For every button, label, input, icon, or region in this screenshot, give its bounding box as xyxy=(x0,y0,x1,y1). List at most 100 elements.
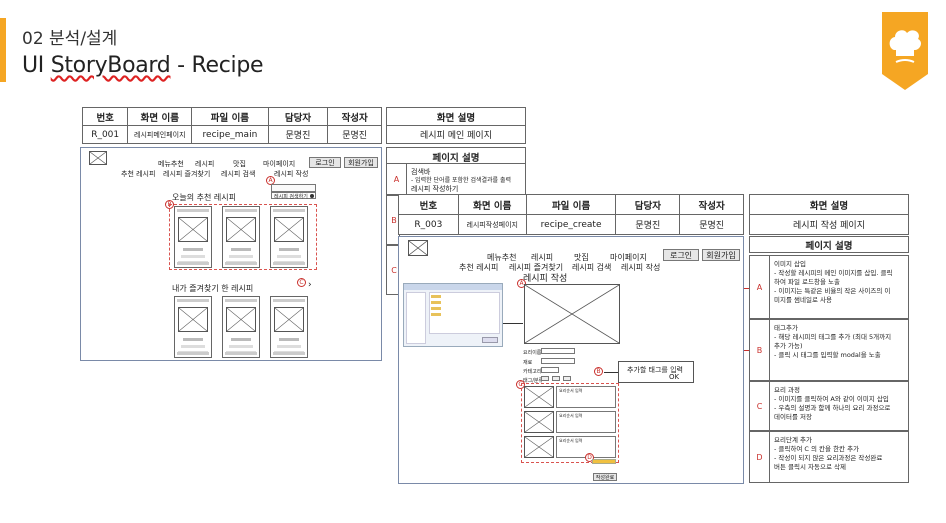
sheet1-page-desc: 페이지 설명 xyxy=(386,147,526,166)
sheet1-screen-desc-header: 화면 설명 xyxy=(386,107,526,126)
nav-recipe[interactable]: 레시피 xyxy=(531,253,554,262)
today-section-title: 오늘의 추천 레시피 xyxy=(172,193,236,202)
marker-a: A xyxy=(266,176,275,185)
submit-button[interactable]: 작성완료 xyxy=(593,473,617,481)
recipe-card[interactable] xyxy=(270,296,308,358)
nav-restaurant[interactable]: 맛집 xyxy=(574,253,589,262)
sheet1-header-file: 파일 이름 xyxy=(191,107,269,126)
sheet1-desc-a-title: 검색바 xyxy=(411,168,431,176)
step-text: 요리순서 입력 xyxy=(559,413,583,418)
name-input[interactable] xyxy=(541,348,575,354)
nav-restaurant[interactable]: 맛집 xyxy=(233,160,246,168)
recipe-card[interactable] xyxy=(222,296,260,358)
nav-mypage[interactable]: 마이페이지 xyxy=(263,160,296,168)
add-step-button[interactable] xyxy=(592,459,616,464)
sheet2-wireframe: 메뉴추천 레시피 맛집 마이페이지 로그인 회원가입 추천 레시피 레시피 즐겨… xyxy=(398,236,744,484)
recipe-card[interactable] xyxy=(174,296,212,358)
step-text-input[interactable]: 요리순서 입력 xyxy=(556,386,616,408)
subnav-search[interactable]: 레시피 검색 xyxy=(221,170,256,178)
sheet1-desc-a-body: - 입력한 단어를 포함한 검색결과를 출력 xyxy=(411,177,512,184)
sheet1-header-name: 화면 이름 xyxy=(127,107,193,126)
sheet2-screen-desc-header: 화면 설명 xyxy=(749,194,909,215)
create-page-title: 레시피 작성 xyxy=(523,274,568,284)
sheet2-desc-b-key: B xyxy=(750,320,770,380)
title-prefix: UI xyxy=(22,53,51,78)
subnav-recommended[interactable]: 추천 레시피 xyxy=(121,170,156,178)
search-icon[interactable] xyxy=(310,194,314,198)
sheet2-desc-c-text: 요리 과정 - 이미지를 클릭하여 A와 같이 이미지 삽입 - 우측의 설명과… xyxy=(774,386,891,421)
search-button-row[interactable]: 레시피 검색하기 xyxy=(271,192,316,200)
sheet2-desc-c-key: C xyxy=(750,382,770,430)
sheet1-value-owner: 문명진 xyxy=(267,125,329,144)
login-button[interactable]: 로그인 xyxy=(663,249,699,261)
sheet2-header-file: 파일 이름 xyxy=(525,194,617,215)
sheet1-header-author: 작성자 xyxy=(327,107,382,126)
form-label-category: 카테고리 xyxy=(523,369,542,375)
connector-a xyxy=(744,288,749,289)
sheet2-header-name: 화면 이름 xyxy=(457,194,527,215)
sheet2-info-table: 번호 화면 이름 파일 이름 담당자 작성자 R_003 레시피작성페이지 re… xyxy=(398,194,744,235)
ingredients-input[interactable] xyxy=(541,358,575,364)
step-image-upload[interactable] xyxy=(524,436,554,458)
signup-button[interactable]: 회원가입 xyxy=(344,157,378,168)
tag-chip[interactable] xyxy=(563,376,571,381)
sheet1-header-owner: 담당자 xyxy=(267,107,329,126)
subnav-create[interactable]: 레시피 작성 xyxy=(274,170,309,178)
title-storyboard: StoryBoard xyxy=(50,53,171,78)
sheet1-value-file: recipe_main xyxy=(191,125,269,144)
subnav-search[interactable]: 레시피 검색 xyxy=(572,263,612,272)
nav-recipe[interactable]: 레시피 xyxy=(195,160,215,168)
file-dialog-screenshot xyxy=(403,283,503,347)
sheet2-value-author: 문명진 xyxy=(679,214,744,235)
steps-area xyxy=(521,383,619,463)
step-text: 요리순서 입력 xyxy=(559,438,583,443)
subnav-recommended[interactable]: 추천 레시피 xyxy=(459,263,499,272)
page-title: UI StoryBoard - Recipe xyxy=(22,53,264,78)
sheet1-screen-desc: 화면 설명 레시피 메인 페이지 xyxy=(386,107,526,144)
chevron-right-icon[interactable]: › xyxy=(308,280,312,290)
sheet2-value-name: 레시피작성페이지 xyxy=(457,214,527,235)
search-input[interactable] xyxy=(271,184,316,192)
step-text-input[interactable]: 요리순서 입력 xyxy=(556,411,616,433)
sheet2-value-file: recipe_create xyxy=(525,214,617,235)
subnav-create[interactable]: 레시피 작성 xyxy=(621,263,661,272)
sheet2-header-author: 작성자 xyxy=(679,194,744,215)
nav-menu-recommend[interactable]: 메뉴추천 xyxy=(487,253,517,262)
recipe-card[interactable] xyxy=(270,206,308,268)
sheet2-page-desc-header: 페이지 설명 xyxy=(749,236,909,253)
nav-menu-recommend[interactable]: 메뉴추천 xyxy=(158,160,184,168)
title-suffix: - Recipe xyxy=(170,53,264,78)
favorites-section-title: 내가 즐겨찾기 한 레시피 xyxy=(172,284,254,293)
subnav-favorites[interactable]: 레시피 즐겨찾기 xyxy=(163,170,211,178)
sheet2-desc-d-text: 요리단계 추가 - 클릭하여 C 의 칸을 한칸 추가 - 작성이 되지 않은 … xyxy=(774,436,883,471)
recipe-card[interactable] xyxy=(174,206,212,268)
form-label-tags: 태그/분류 xyxy=(523,378,544,384)
main-image-upload[interactable] xyxy=(524,284,620,344)
tag-chip[interactable] xyxy=(552,376,560,381)
step-image-upload[interactable] xyxy=(524,411,554,433)
sheet2-desc-d: D 요리단계 추가 - 클릭하여 C 의 칸을 한칸 추가 - 작성이 되지 않… xyxy=(749,431,909,483)
marker-d: D xyxy=(585,453,594,462)
step-image-upload[interactable] xyxy=(524,386,554,408)
category-select[interactable] xyxy=(541,367,559,373)
marker-a: A xyxy=(517,279,526,288)
sheet1-value-no: R_001 xyxy=(81,125,129,144)
signup-button[interactable]: 회원가입 xyxy=(702,249,740,261)
tag-modal: 추가할 태그를 입력 OK xyxy=(618,361,694,383)
marker-c: C xyxy=(516,380,525,389)
arrow-line xyxy=(503,323,523,324)
sheet2-desc-b-text: 태그추가 - 해당 레시피의 태그를 추가 (최대 5개까지 추가 가능) - … xyxy=(774,324,892,359)
sheet2-screen-desc-value: 레시피 작성 페이지 xyxy=(749,214,909,235)
recipe-card[interactable] xyxy=(222,206,260,268)
subnav-favorites[interactable]: 레시피 즐겨찾기 xyxy=(509,263,564,272)
sheet2-desc-a-text: 이미지 삽입 - 작성할 레시피의 메인 이미지를 삽입. 클릭 하여 파일 로… xyxy=(774,260,893,304)
nav-mypage[interactable]: 마이페이지 xyxy=(610,253,647,262)
sheet1-desc-a-key: A xyxy=(387,164,407,194)
sheet1-desc-b-key: B xyxy=(391,215,397,225)
tag-chip[interactable] xyxy=(541,376,549,381)
sheet2-page-desc: 페이지 설명 xyxy=(749,236,909,253)
search-placeholder: 레시피 검색하기 xyxy=(274,194,308,200)
sheet2-desc-d-key: D xyxy=(750,432,770,482)
tag-modal-ok[interactable]: OK xyxy=(669,373,680,381)
login-button[interactable]: 로그인 xyxy=(309,157,341,168)
